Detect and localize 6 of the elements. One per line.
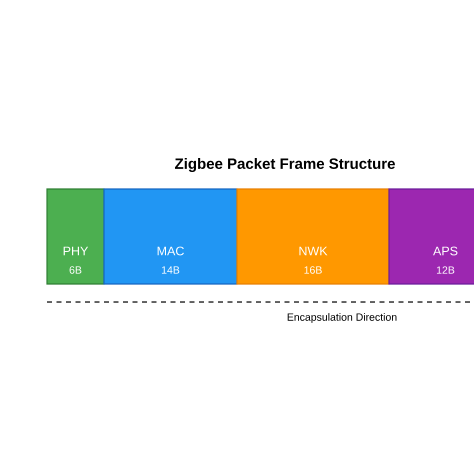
layer-segment: MAC 14B (103, 188, 238, 285)
layer-segment: APS 12B (388, 188, 474, 285)
axis-label: Encapsulation Direction (288, 313, 396, 323)
title: Zigbee Packet Frame Structure (174, 158, 395, 172)
layer-segment: PHY 6B (46, 188, 105, 285)
layer-segment: NWK 16B (236, 188, 390, 285)
